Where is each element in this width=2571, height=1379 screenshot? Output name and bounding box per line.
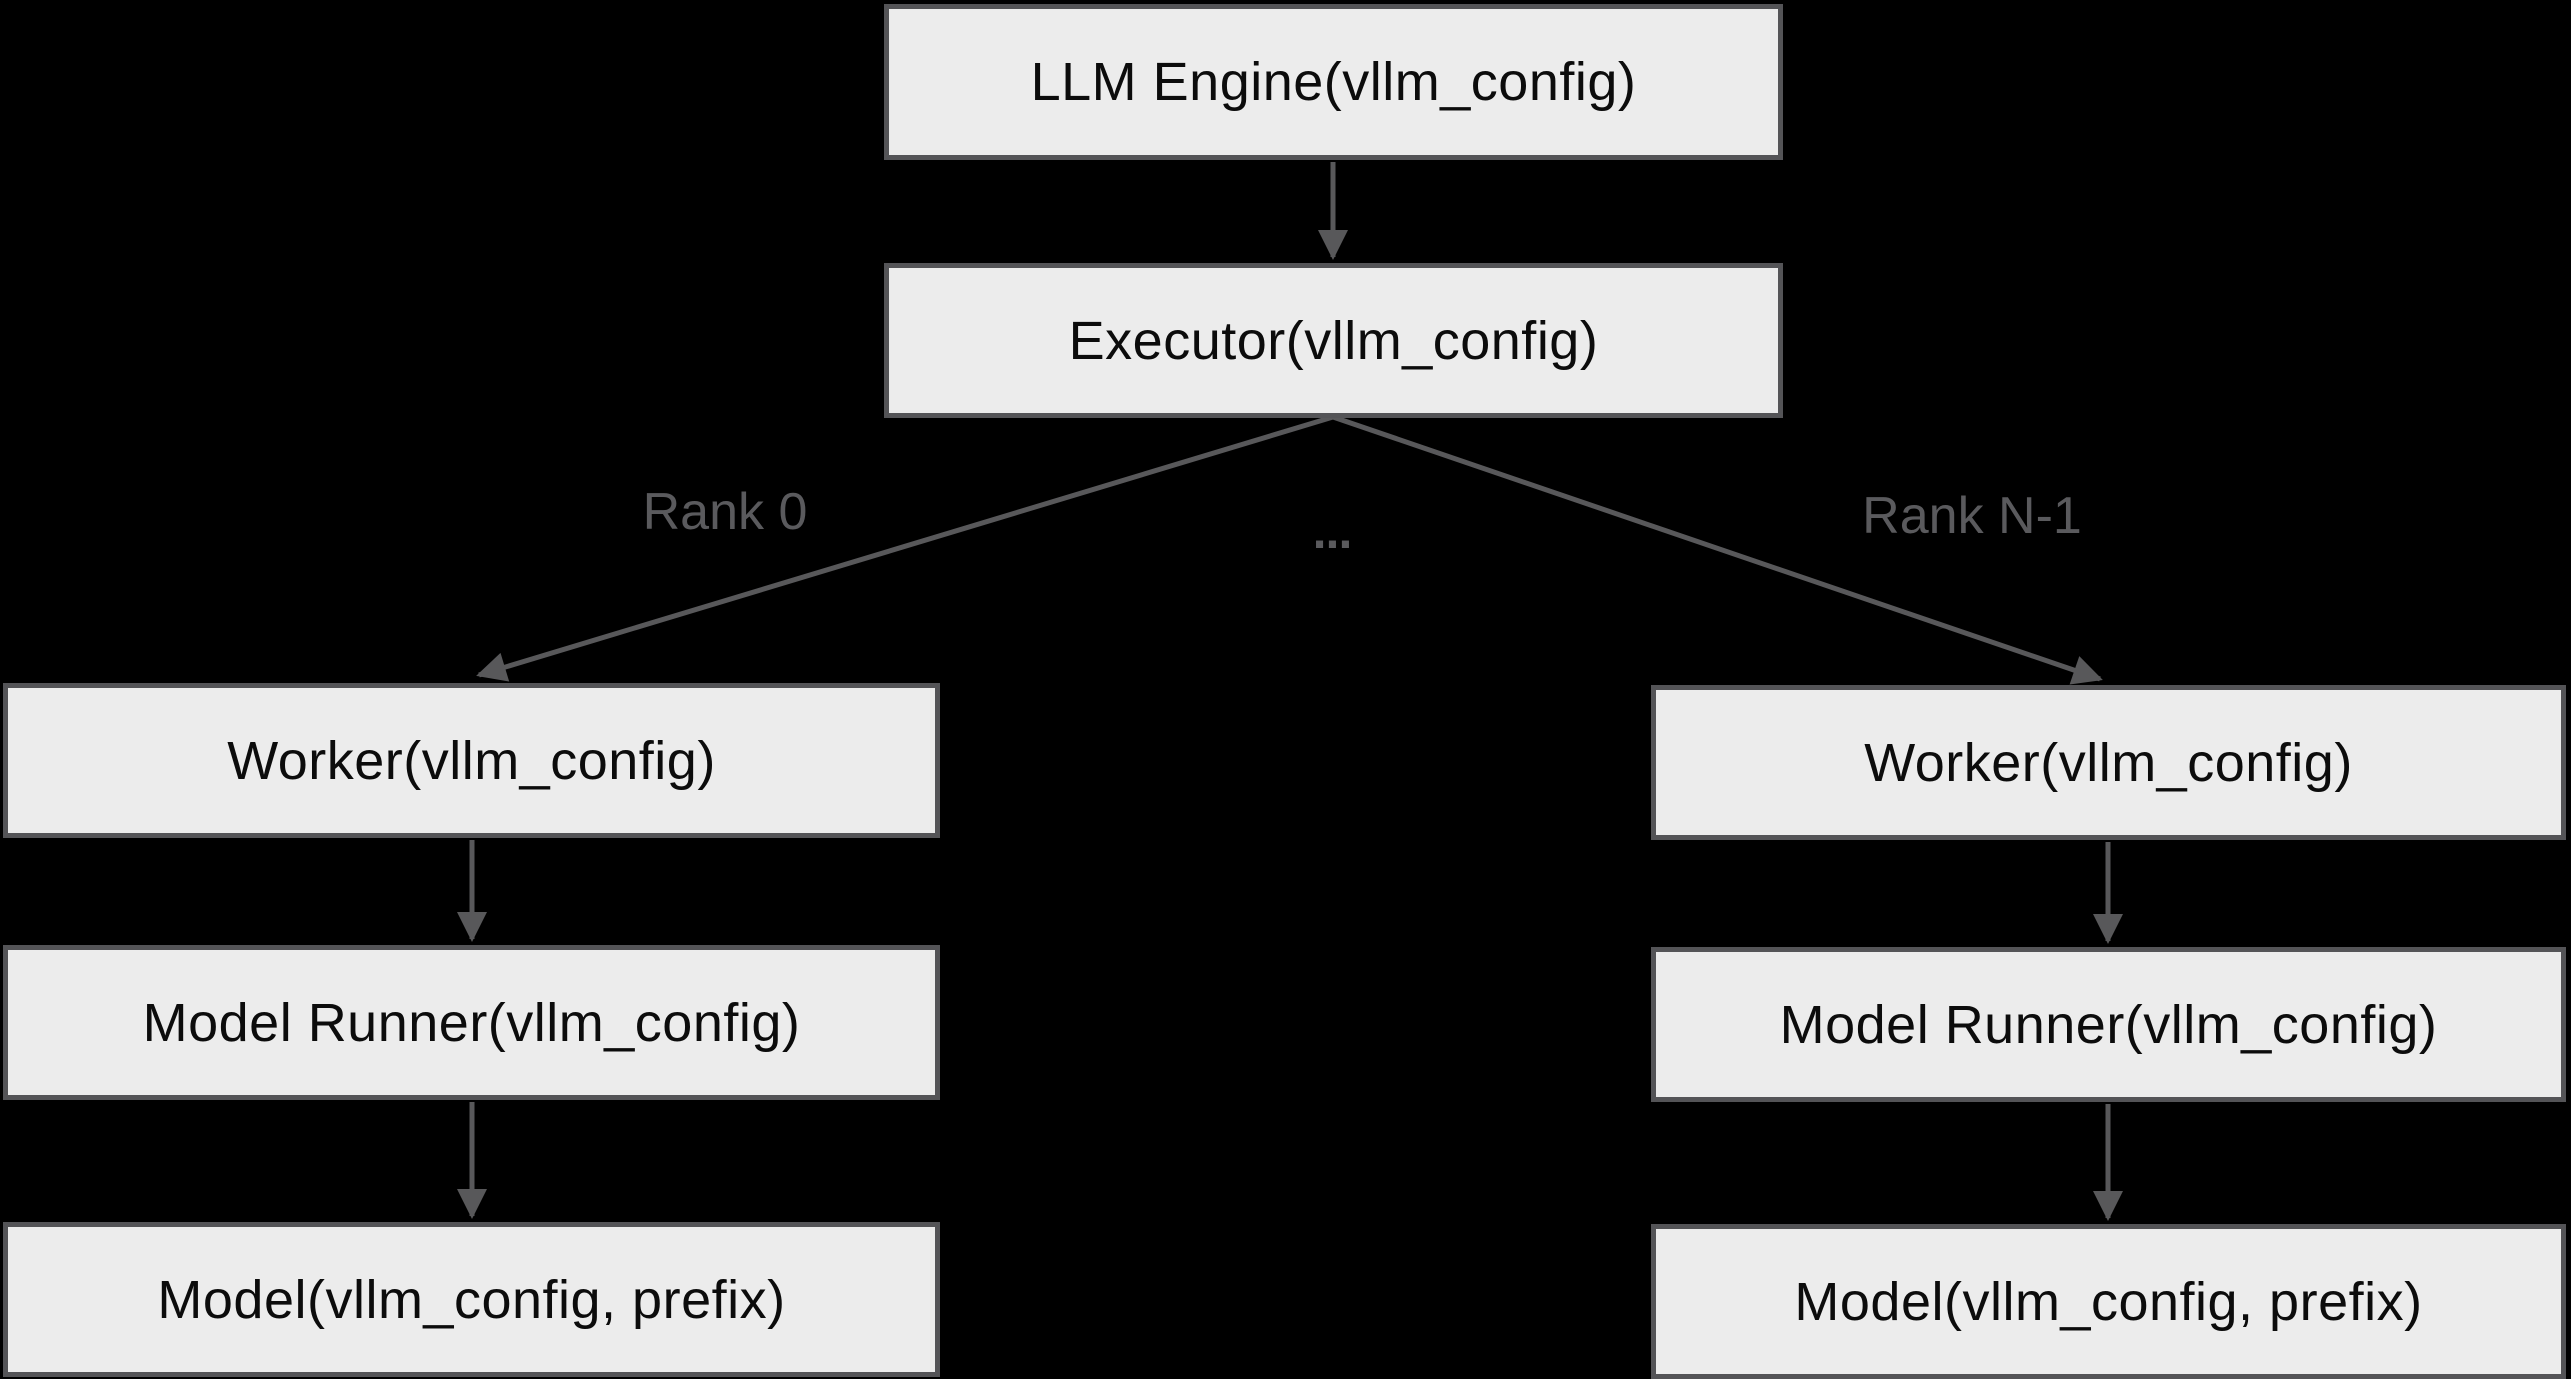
node-model-left: Model(vllm_config, prefix): [3, 1222, 940, 1377]
node-executor-label: Executor(vllm_config): [1068, 310, 1599, 371]
edge-executor-to-worker-left: [476, 414, 1334, 682]
node-model-right-label: Model(vllm_config, prefix): [1794, 1271, 2423, 1332]
node-model-left-label: Model(vllm_config, prefix): [157, 1269, 786, 1330]
node-llm-engine: LLM Engine(vllm_config): [884, 4, 1783, 160]
node-model-runner-right-label: Model Runner(vllm_config): [1779, 994, 2438, 1055]
node-model-runner-left-label: Model Runner(vllm_config): [142, 992, 801, 1053]
node-model-runner-right: Model Runner(vllm_config): [1651, 947, 2566, 1102]
node-worker-right-label: Worker(vllm_config): [1864, 732, 2353, 793]
node-llm-engine-label: LLM Engine(vllm_config): [1030, 52, 1637, 112]
node-worker-right: Worker(vllm_config): [1651, 685, 2566, 840]
node-model-right: Model(vllm_config, prefix): [1651, 1224, 2566, 1379]
node-worker-left-label: Worker(vllm_config): [227, 730, 716, 791]
edge-executor-to-worker-right: [1332, 414, 2103, 685]
edge-label-rank-0: Rank 0: [642, 483, 808, 541]
node-worker-left: Worker(vllm_config): [3, 683, 940, 838]
edge-label-ellipsis: ...: [1312, 503, 1353, 559]
node-executor: Executor(vllm_config): [884, 263, 1783, 418]
edge-label-rank-n-1: Rank N-1: [1862, 487, 2082, 545]
node-model-runner-left: Model Runner(vllm_config): [3, 945, 940, 1100]
